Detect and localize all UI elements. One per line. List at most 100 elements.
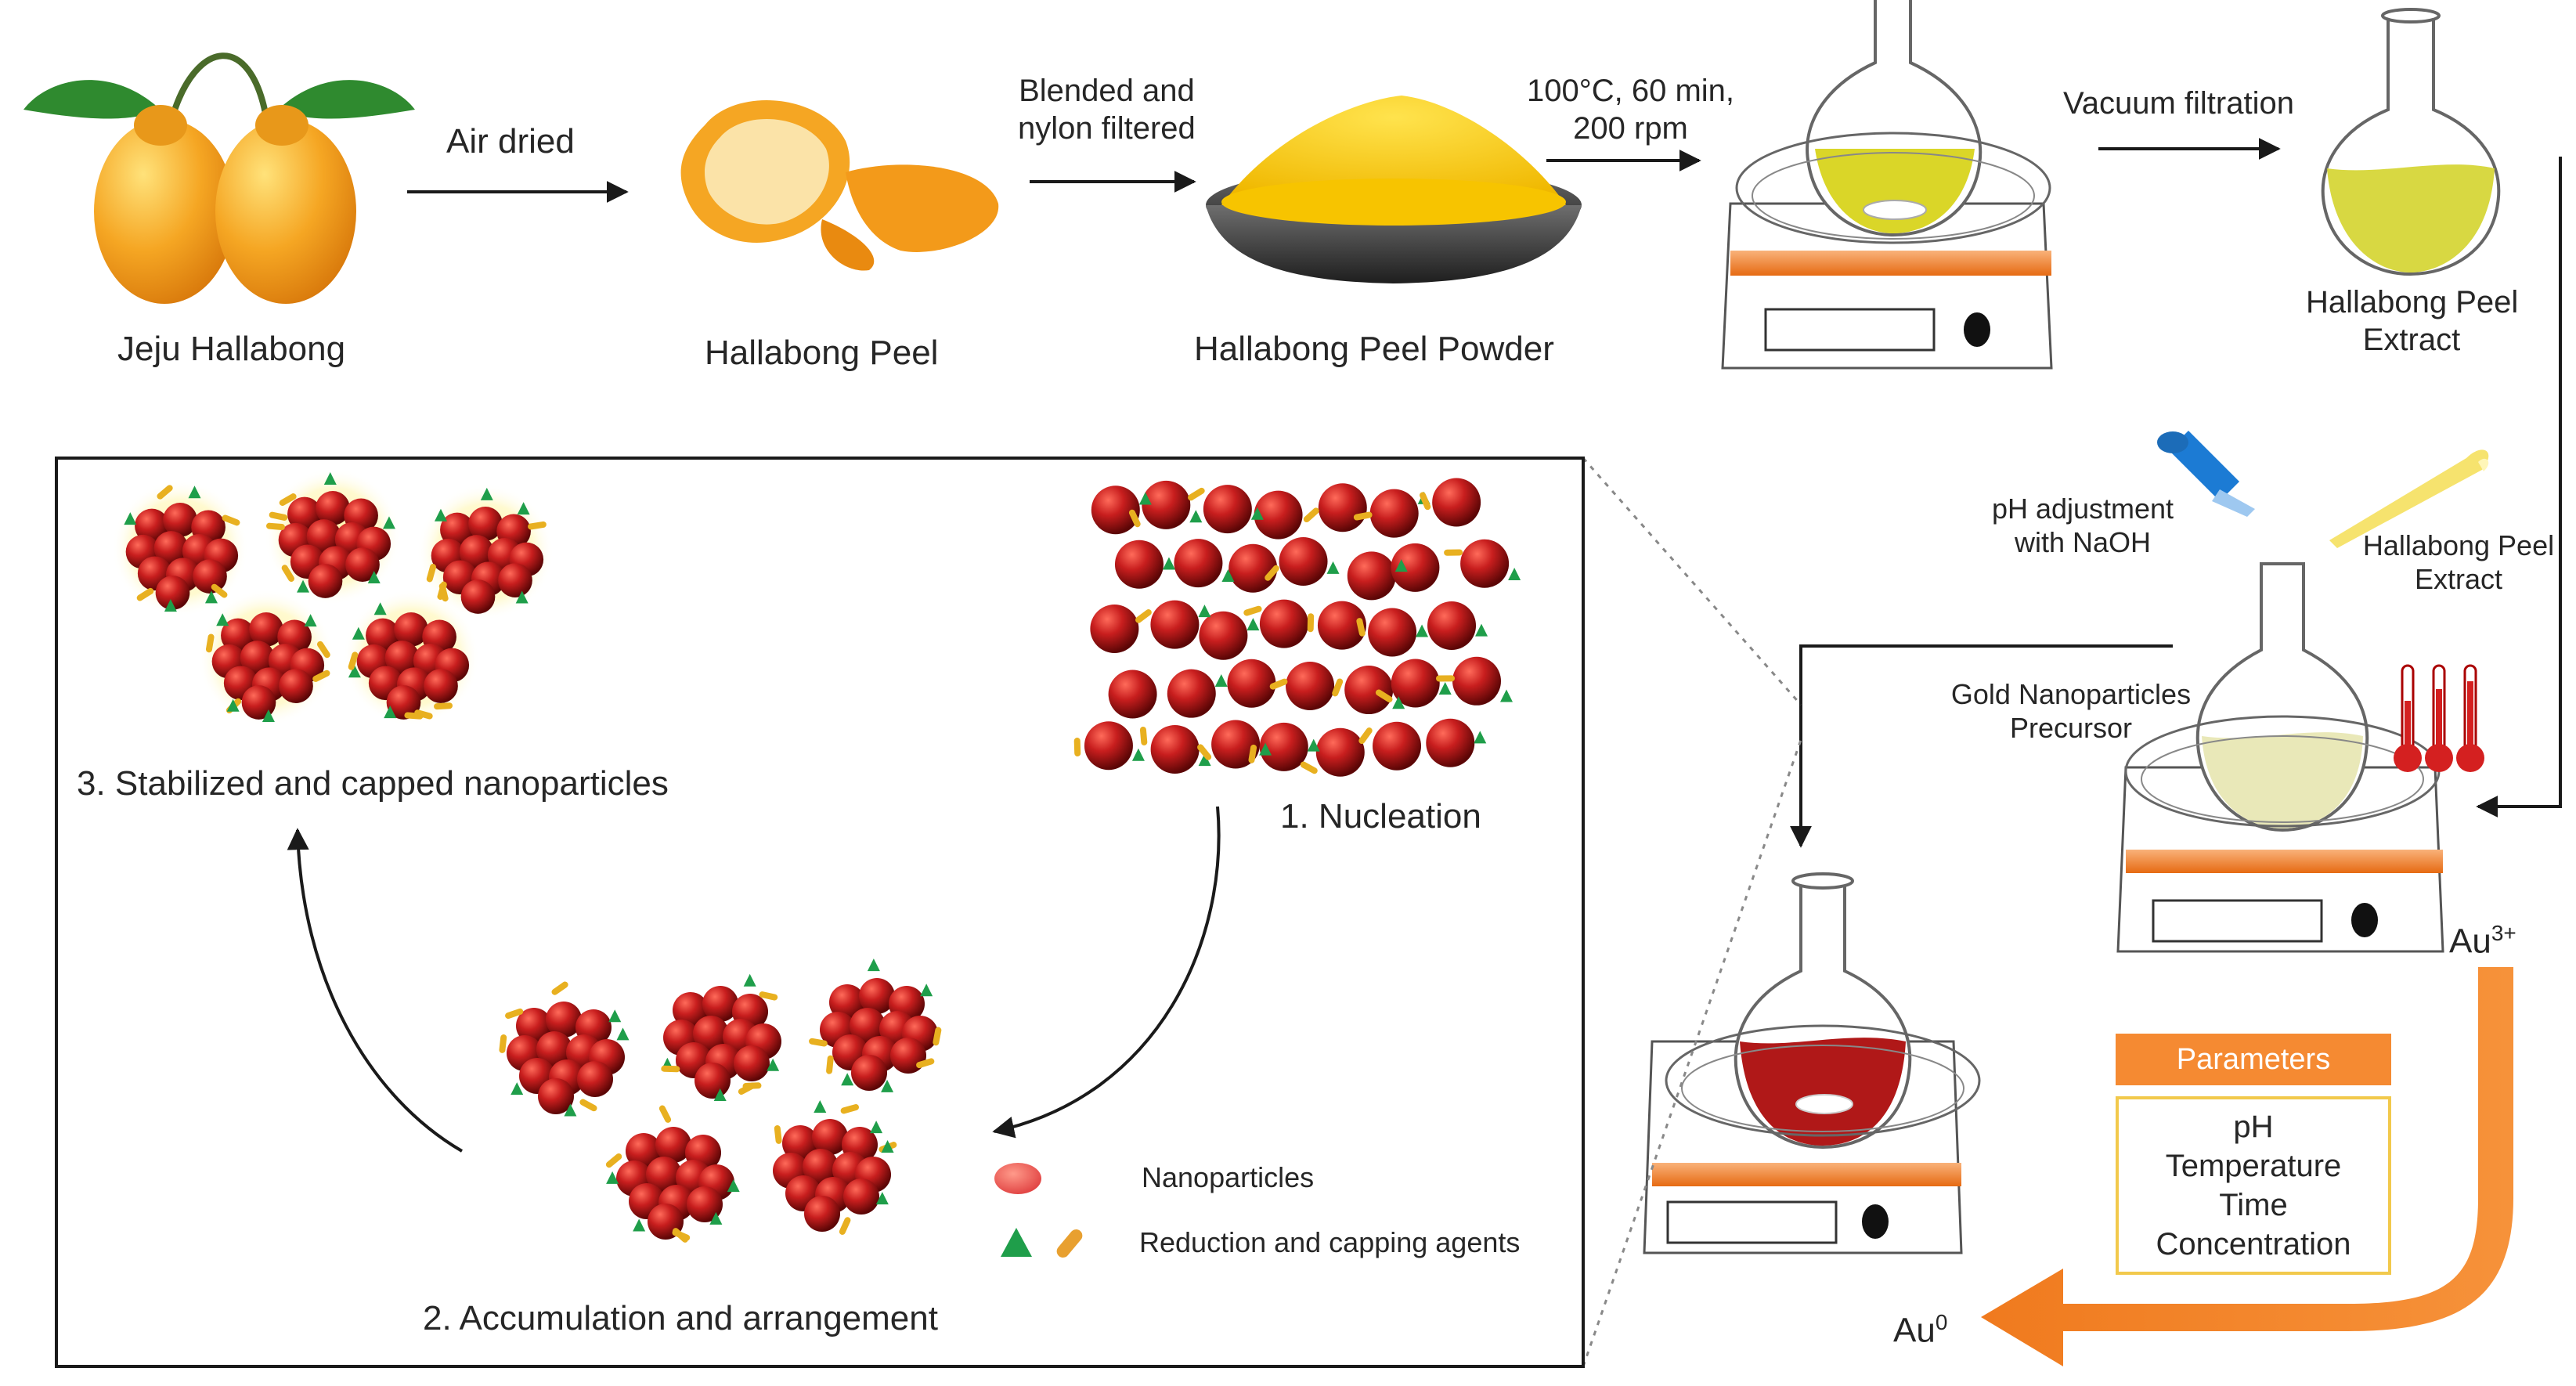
heating-line-2: 200 rpm xyxy=(1573,111,1688,146)
nanoparticle xyxy=(1259,599,1308,648)
hallabong-fruit-image xyxy=(23,52,415,304)
capping-agent-green xyxy=(1394,559,1408,572)
capping-agent-yellow xyxy=(266,522,285,531)
legend-green-agent-icon xyxy=(1001,1228,1032,1257)
jeju-hallabong-label: Jeju Hallabong xyxy=(117,330,346,368)
nanoparticle xyxy=(702,986,738,1022)
capping-agent-yellow xyxy=(222,514,240,526)
nanoparticle xyxy=(859,978,895,1014)
capping-agent-green xyxy=(713,1088,727,1101)
capping-agent-yellow xyxy=(205,633,215,653)
capping-agent-green xyxy=(511,1082,524,1095)
capping-agent-green xyxy=(1326,561,1340,574)
heating-stirrer-precursor-flask xyxy=(2116,562,2444,953)
capping-agent-yellow xyxy=(605,1153,622,1168)
capping-agent-yellow xyxy=(809,1038,828,1047)
capping-agent-green xyxy=(384,706,397,719)
capping-agent-yellow xyxy=(774,1124,782,1144)
nanoparticle xyxy=(440,512,474,547)
capping-agent-green xyxy=(1247,618,1260,631)
capping-agent-yellow xyxy=(1332,678,1344,697)
capping-agent-yellow xyxy=(551,981,568,995)
nanoparticle xyxy=(577,1061,613,1097)
blended-filtered-label: Blended and nylon filtered xyxy=(1018,72,1196,147)
capping-agent-yellow xyxy=(916,1058,935,1069)
capping-agent-yellow xyxy=(1375,689,1393,702)
capping-agent-yellow xyxy=(1269,678,1288,690)
capping-agent-green xyxy=(367,571,381,584)
capping-agent-yellow xyxy=(316,641,330,659)
nanoparticle xyxy=(1259,722,1308,771)
nanoparticle xyxy=(626,1133,662,1169)
au3-symbol: Au xyxy=(2449,922,2491,961)
nanoparticle xyxy=(812,1119,848,1155)
au3-label: Au3+ xyxy=(2449,920,2516,962)
parameters-title: Parameters xyxy=(2116,1034,2391,1085)
capping-agent-green xyxy=(352,626,365,640)
nanoparticle xyxy=(249,612,283,647)
nanoparticle-layer xyxy=(125,478,1510,1240)
nanoparticle xyxy=(1460,539,1510,588)
capping-agent-yellow xyxy=(839,1217,851,1235)
capping-agent-yellow xyxy=(1444,549,1463,556)
peel-extract-flask xyxy=(2321,8,2501,276)
nanoparticle xyxy=(1090,605,1139,654)
capping-agent-yellow xyxy=(742,1082,762,1090)
nanoparticle xyxy=(804,1196,840,1232)
nanoparticle xyxy=(287,496,322,532)
capping-agent-yellow xyxy=(269,511,288,521)
nanoparticle xyxy=(498,563,532,597)
nanoparticle xyxy=(459,535,494,569)
hallabong-peel-image xyxy=(680,99,999,271)
nanoparticle xyxy=(240,641,275,675)
capping-agent-green xyxy=(1508,568,1521,581)
nanoparticle xyxy=(1369,489,1419,538)
nanoparticle xyxy=(1347,551,1396,601)
au0-label: Au0 xyxy=(1893,1309,1947,1352)
nanoparticle xyxy=(1373,721,1422,771)
parameter-ph: pH xyxy=(2233,1110,2274,1144)
legend-agents-label: Reduction and capping agents xyxy=(1139,1226,1521,1258)
nanoparticle xyxy=(424,669,458,703)
arrow-accumulation-to-stabilized xyxy=(287,828,464,1153)
nanoparticle xyxy=(366,618,400,653)
capping-agent-yellow xyxy=(281,565,294,582)
capping-agent-green xyxy=(1221,569,1235,583)
capping-agent-yellow xyxy=(528,521,547,530)
capping-agent-green xyxy=(1416,624,1429,637)
extract-added-line-2: Extract xyxy=(2414,563,2503,596)
capping-agent-yellow xyxy=(1265,565,1279,581)
capping-agent-yellow xyxy=(211,583,228,598)
nanoparticle xyxy=(1391,543,1440,592)
nanoparticle xyxy=(468,507,503,541)
nanoparticle xyxy=(803,1149,839,1185)
capping-agent-green xyxy=(188,485,201,499)
capping-agent-green xyxy=(608,1009,622,1023)
nanoparticle xyxy=(221,618,255,653)
capping-agent-yellow xyxy=(1248,744,1257,763)
capping-agent-yellow xyxy=(759,991,778,1001)
parameter-concentration: Concentration xyxy=(2156,1227,2351,1261)
nanoparticle xyxy=(155,576,190,610)
stage-1-label: 1. Nucleation xyxy=(1280,797,1481,836)
capping-agent-green xyxy=(382,516,395,529)
hallabong-peel-label: Hallabong Peel xyxy=(705,334,939,372)
capping-agent-green xyxy=(841,1073,854,1086)
nanoparticle xyxy=(1427,601,1477,651)
nanoparticle xyxy=(1318,483,1367,532)
nanoparticle xyxy=(279,669,313,703)
heating-line-1: 100°C, 60 min, xyxy=(1527,74,1735,108)
nanoparticle xyxy=(695,1063,731,1099)
capping-agent-yellow xyxy=(136,587,154,601)
heating-stirrer-gold-nanoparticle-flask xyxy=(1643,872,1981,1254)
nanoparticle xyxy=(1286,662,1335,711)
capping-agent-yellow xyxy=(1073,738,1081,757)
nanoparticle xyxy=(1211,720,1261,769)
capping-agent-green xyxy=(743,973,756,987)
nanoparticle xyxy=(135,508,169,543)
capping-agent-green xyxy=(124,512,137,525)
nanoparticle xyxy=(345,547,380,582)
extract-line-1: Hallabong Peel xyxy=(2306,285,2519,319)
nanoparticle xyxy=(646,1157,682,1193)
naoh-dropper-icon xyxy=(2157,431,2255,517)
